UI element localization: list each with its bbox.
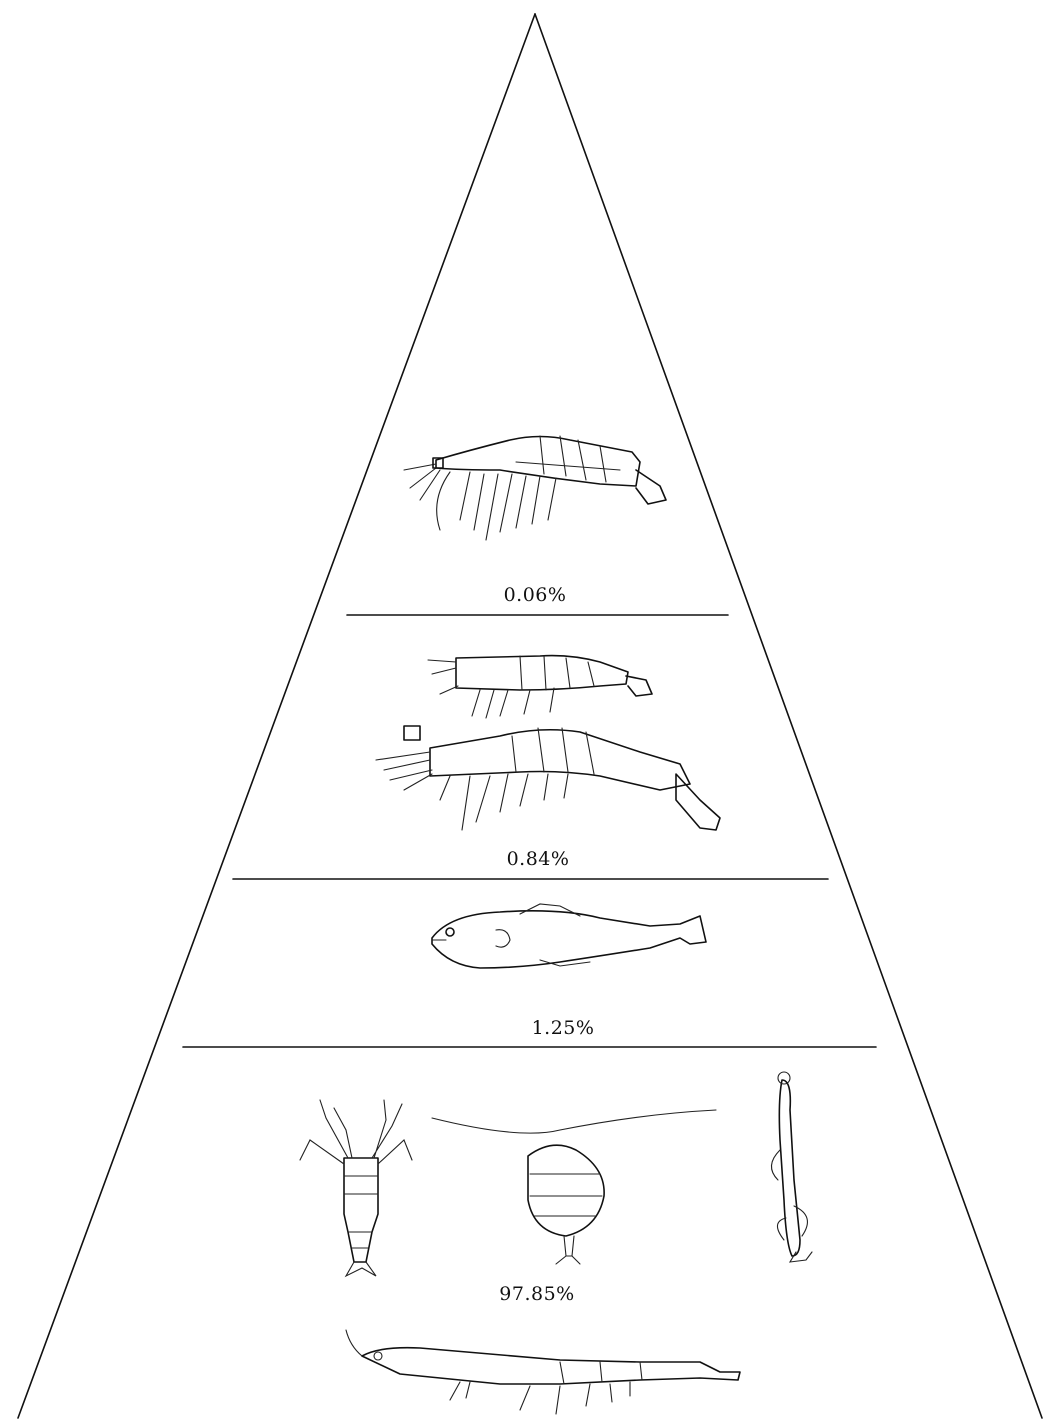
fish-drawing (432, 904, 706, 968)
large-shrimp-drawing (376, 726, 720, 830)
tier-2-percentage-label: 0.84% (507, 848, 570, 870)
apex-shrimp-drawing (404, 436, 666, 540)
cladoceran-drawing (432, 1110, 716, 1264)
tier-4-percentage-label: 97.85% (499, 1283, 574, 1305)
copepod-drawing (300, 1100, 412, 1276)
pyramid-left-edge (18, 14, 535, 1418)
tier-3-percentage-label: 1.25% (532, 1017, 595, 1039)
pyramid-right-edge (535, 14, 1042, 1418)
larval-crustacean-drawing (346, 1330, 740, 1414)
small-shrimp-drawing (428, 656, 652, 718)
tier-1-percentage-label: 0.06% (504, 584, 567, 606)
arrow-worm-drawing (771, 1072, 812, 1262)
